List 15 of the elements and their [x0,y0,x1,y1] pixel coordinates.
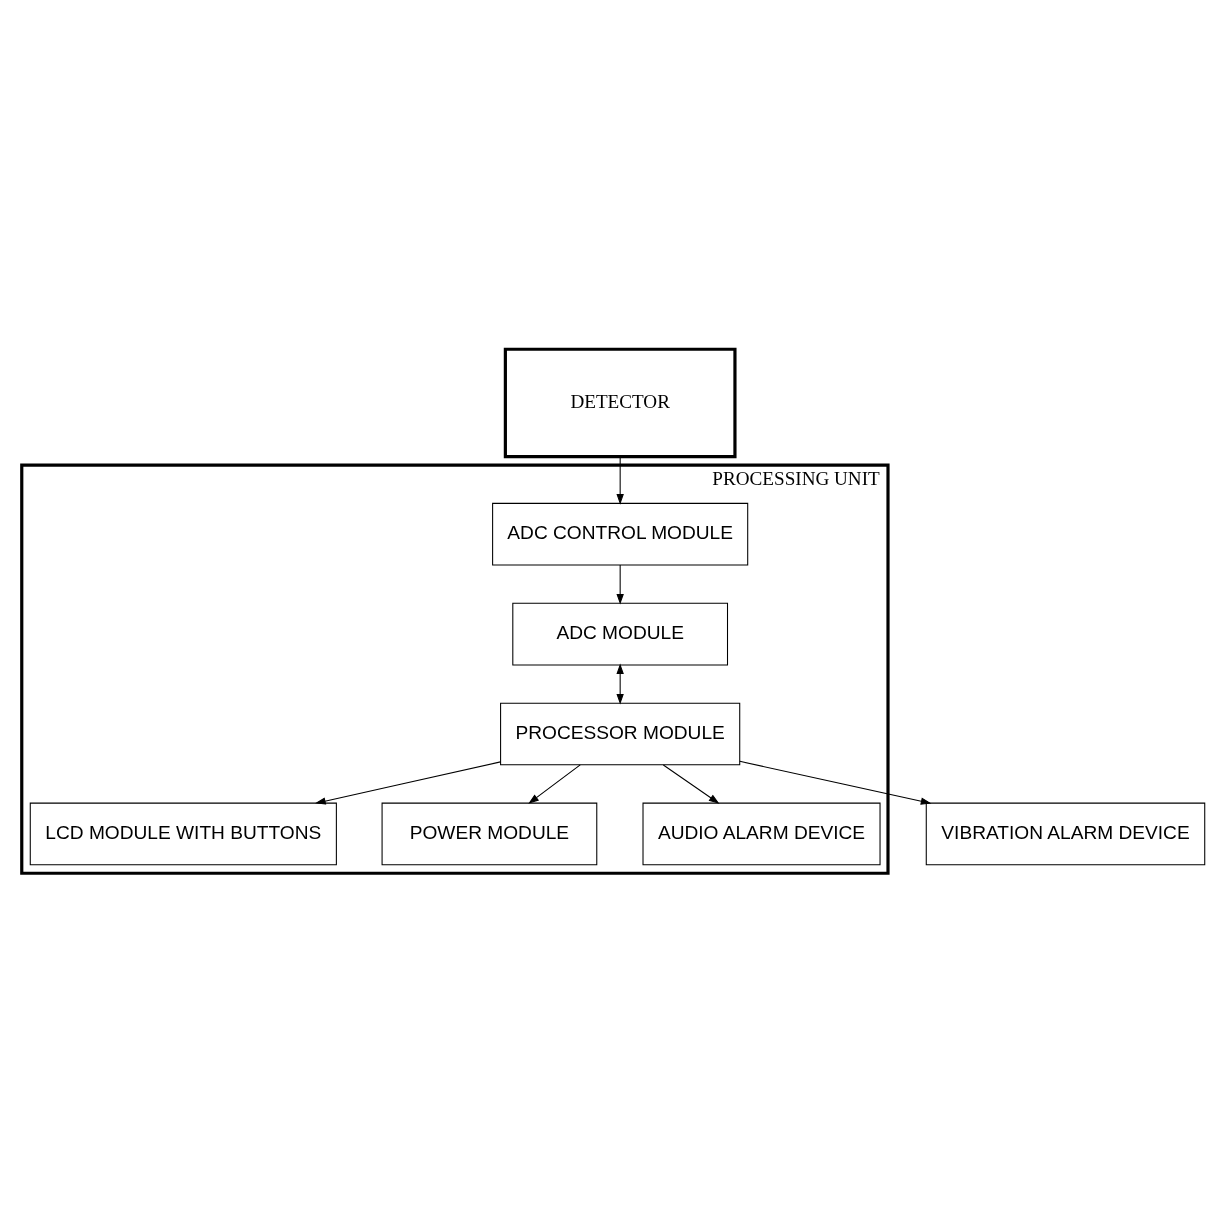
arrow [616,455,624,505]
node-box: ADC CONTROL MODULE [492,502,749,566]
node-box: AUDIO ALARM DEVICE [642,802,881,865]
arrow [616,564,624,605]
arrow [616,662,624,705]
arrow [662,763,720,804]
node-box: POWER MODULE [381,802,598,865]
arrow [528,763,581,804]
node-box: LCD MODULE WITH BUTTONS [29,802,337,865]
node-box: VIBRATION ALARM DEVICE [925,802,1206,865]
node-box: ADC MODULE [512,602,729,665]
arrow [315,760,502,805]
node-box: PROCESSOR MODULE [500,702,741,765]
node-box: DETECTOR [503,347,737,458]
arrow [739,760,932,805]
